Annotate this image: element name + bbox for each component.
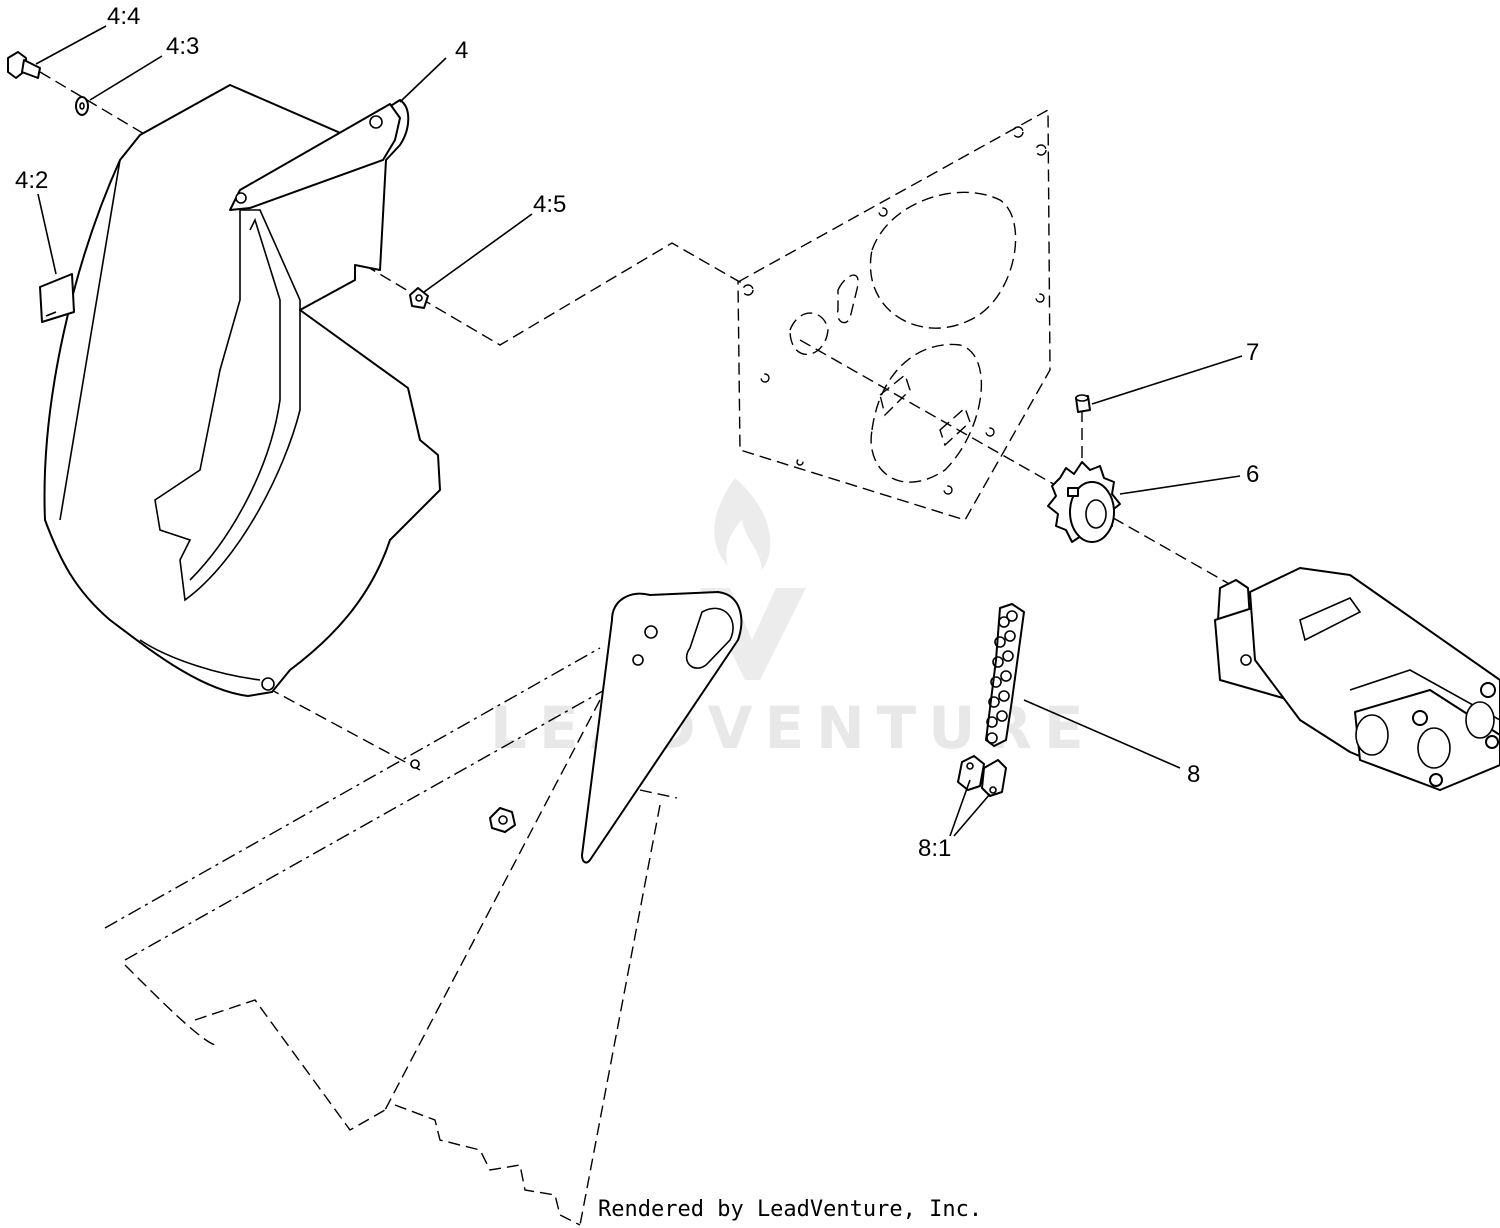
bolt bbox=[7, 51, 41, 79]
chain-guard bbox=[43, 84, 441, 697]
hydraulic-motor bbox=[1214, 567, 1500, 791]
washer bbox=[75, 96, 89, 116]
roller-chain bbox=[985, 603, 1025, 747]
callout-8: 8 bbox=[1187, 761, 1200, 788]
sprocket bbox=[1047, 461, 1121, 543]
mounting-bracket bbox=[410, 591, 743, 864]
mounting-plate bbox=[737, 108, 1051, 521]
render-credit: Rendered by LeadVenture, Inc. bbox=[598, 1197, 982, 1222]
set-screw bbox=[1075, 394, 1091, 413]
leader-lines bbox=[35, 25, 1243, 837]
callout-8-1: 8:1 bbox=[918, 835, 951, 862]
callout-4-3: 4:3 bbox=[166, 33, 199, 60]
callout-4-4: 4:4 bbox=[107, 3, 140, 30]
watermark-text: LEADVENTURE bbox=[490, 694, 1096, 762]
callout-4: 4 bbox=[455, 37, 468, 64]
watermark-flame-icon bbox=[714, 478, 771, 570]
callout-7: 7 bbox=[1246, 339, 1259, 366]
clip-nut bbox=[409, 287, 429, 309]
connecting-link bbox=[957, 755, 1007, 797]
frame-phantom bbox=[104, 647, 678, 1226]
decal bbox=[39, 273, 75, 323]
callout-6: 6 bbox=[1246, 461, 1259, 488]
callout-4-2: 4:2 bbox=[15, 167, 48, 194]
callout-4-5: 4:5 bbox=[533, 191, 566, 218]
callout-labels: 4:4 4:3 4 4:2 4:5 7 6 8 8:1 bbox=[15, 3, 1259, 862]
